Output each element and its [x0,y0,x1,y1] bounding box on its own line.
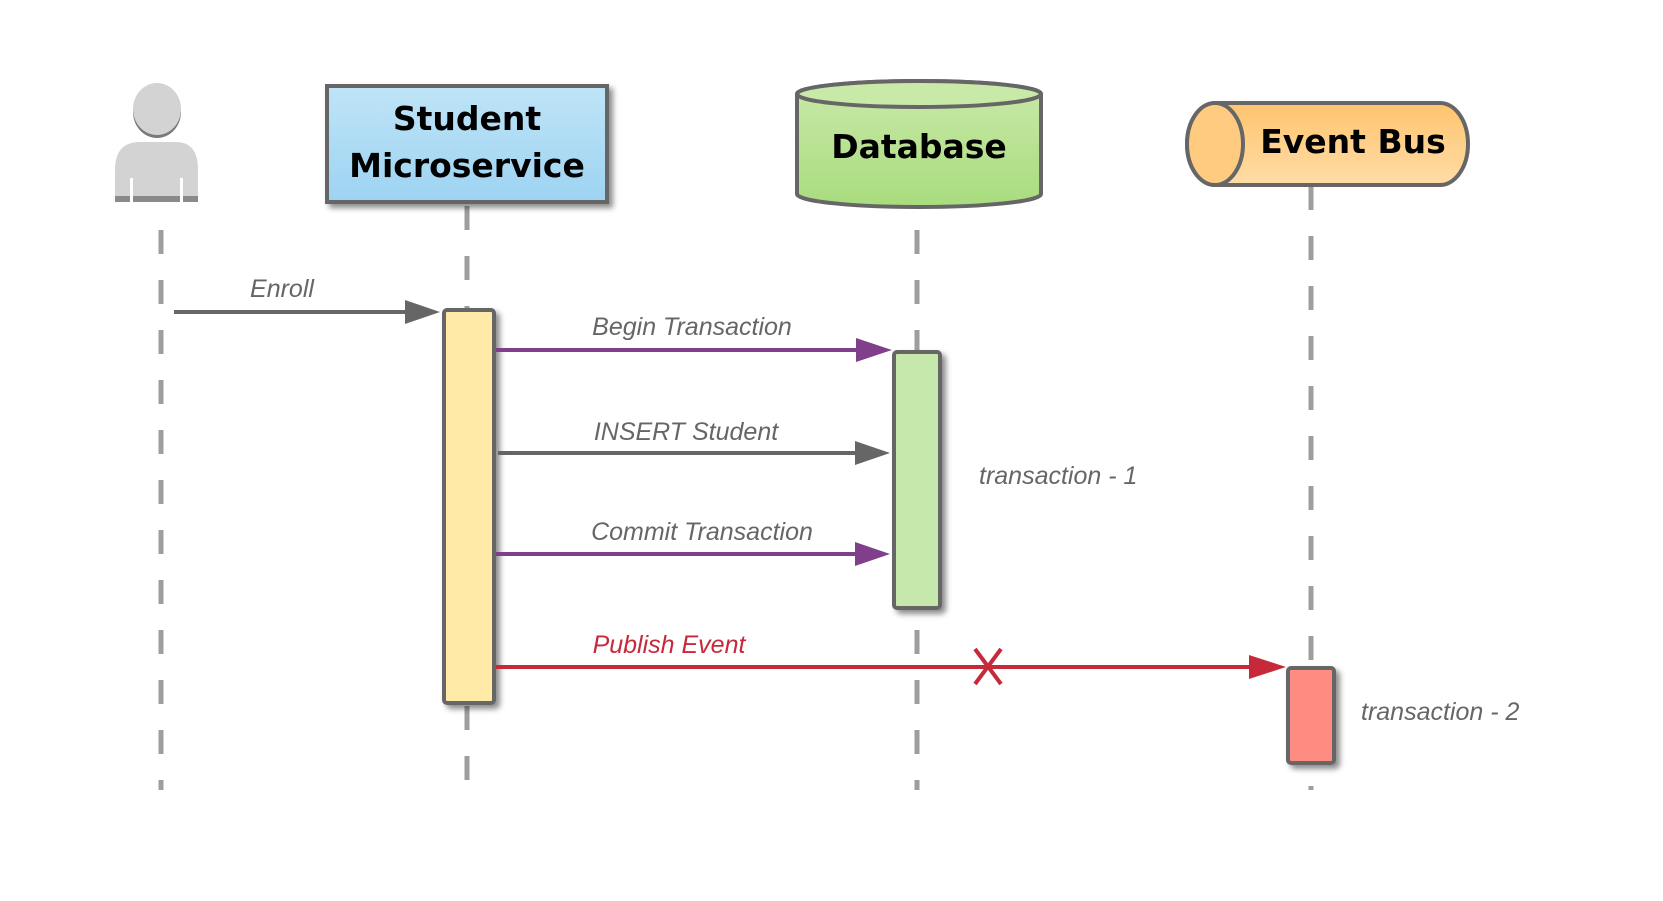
activation-student [442,308,496,705]
message-label: INSERT Student [594,418,779,446]
message-enroll[interactable]: Enroll [174,275,440,324]
activation-database [892,350,942,610]
arrowhead-icon [405,300,440,324]
message-commit-transaction[interactable]: Commit Transaction [496,518,890,566]
person-icon [115,83,198,202]
message-label: Publish Event [593,631,747,659]
participant-database[interactable]: Database [795,79,1043,209]
participant-label: Event Bus [1260,122,1445,161]
message-label: Commit Transaction [591,518,813,546]
lifelines [158,186,1314,790]
actor-user[interactable] [115,83,198,202]
participant-event-bus[interactable]: Event Bus [1185,101,1470,187]
participant-label-line-1: Student [393,99,542,138]
participant-label: Database [831,127,1007,166]
message-label: Begin Transaction [592,313,792,341]
failure-x-icon [973,647,1003,686]
participant-label-line-2: Microservice [349,146,585,185]
activation-event-bus [1286,666,1336,765]
message-insert-student[interactable]: INSERT Student [498,418,890,465]
participant-student-microservice[interactable]: Student Microservice [325,84,609,204]
message-publish-event[interactable]: Publish Event [496,631,1286,686]
arrowhead-icon [855,441,890,465]
arrowhead-icon [1249,655,1286,679]
note-transaction-1: transaction - 1 [979,462,1137,490]
arrowhead-icon [856,338,892,362]
arrowhead-icon [855,542,890,566]
message-begin-transaction[interactable]: Begin Transaction [496,313,892,362]
message-label: Enroll [250,275,315,303]
note-transaction-2: transaction - 2 [1361,698,1520,726]
